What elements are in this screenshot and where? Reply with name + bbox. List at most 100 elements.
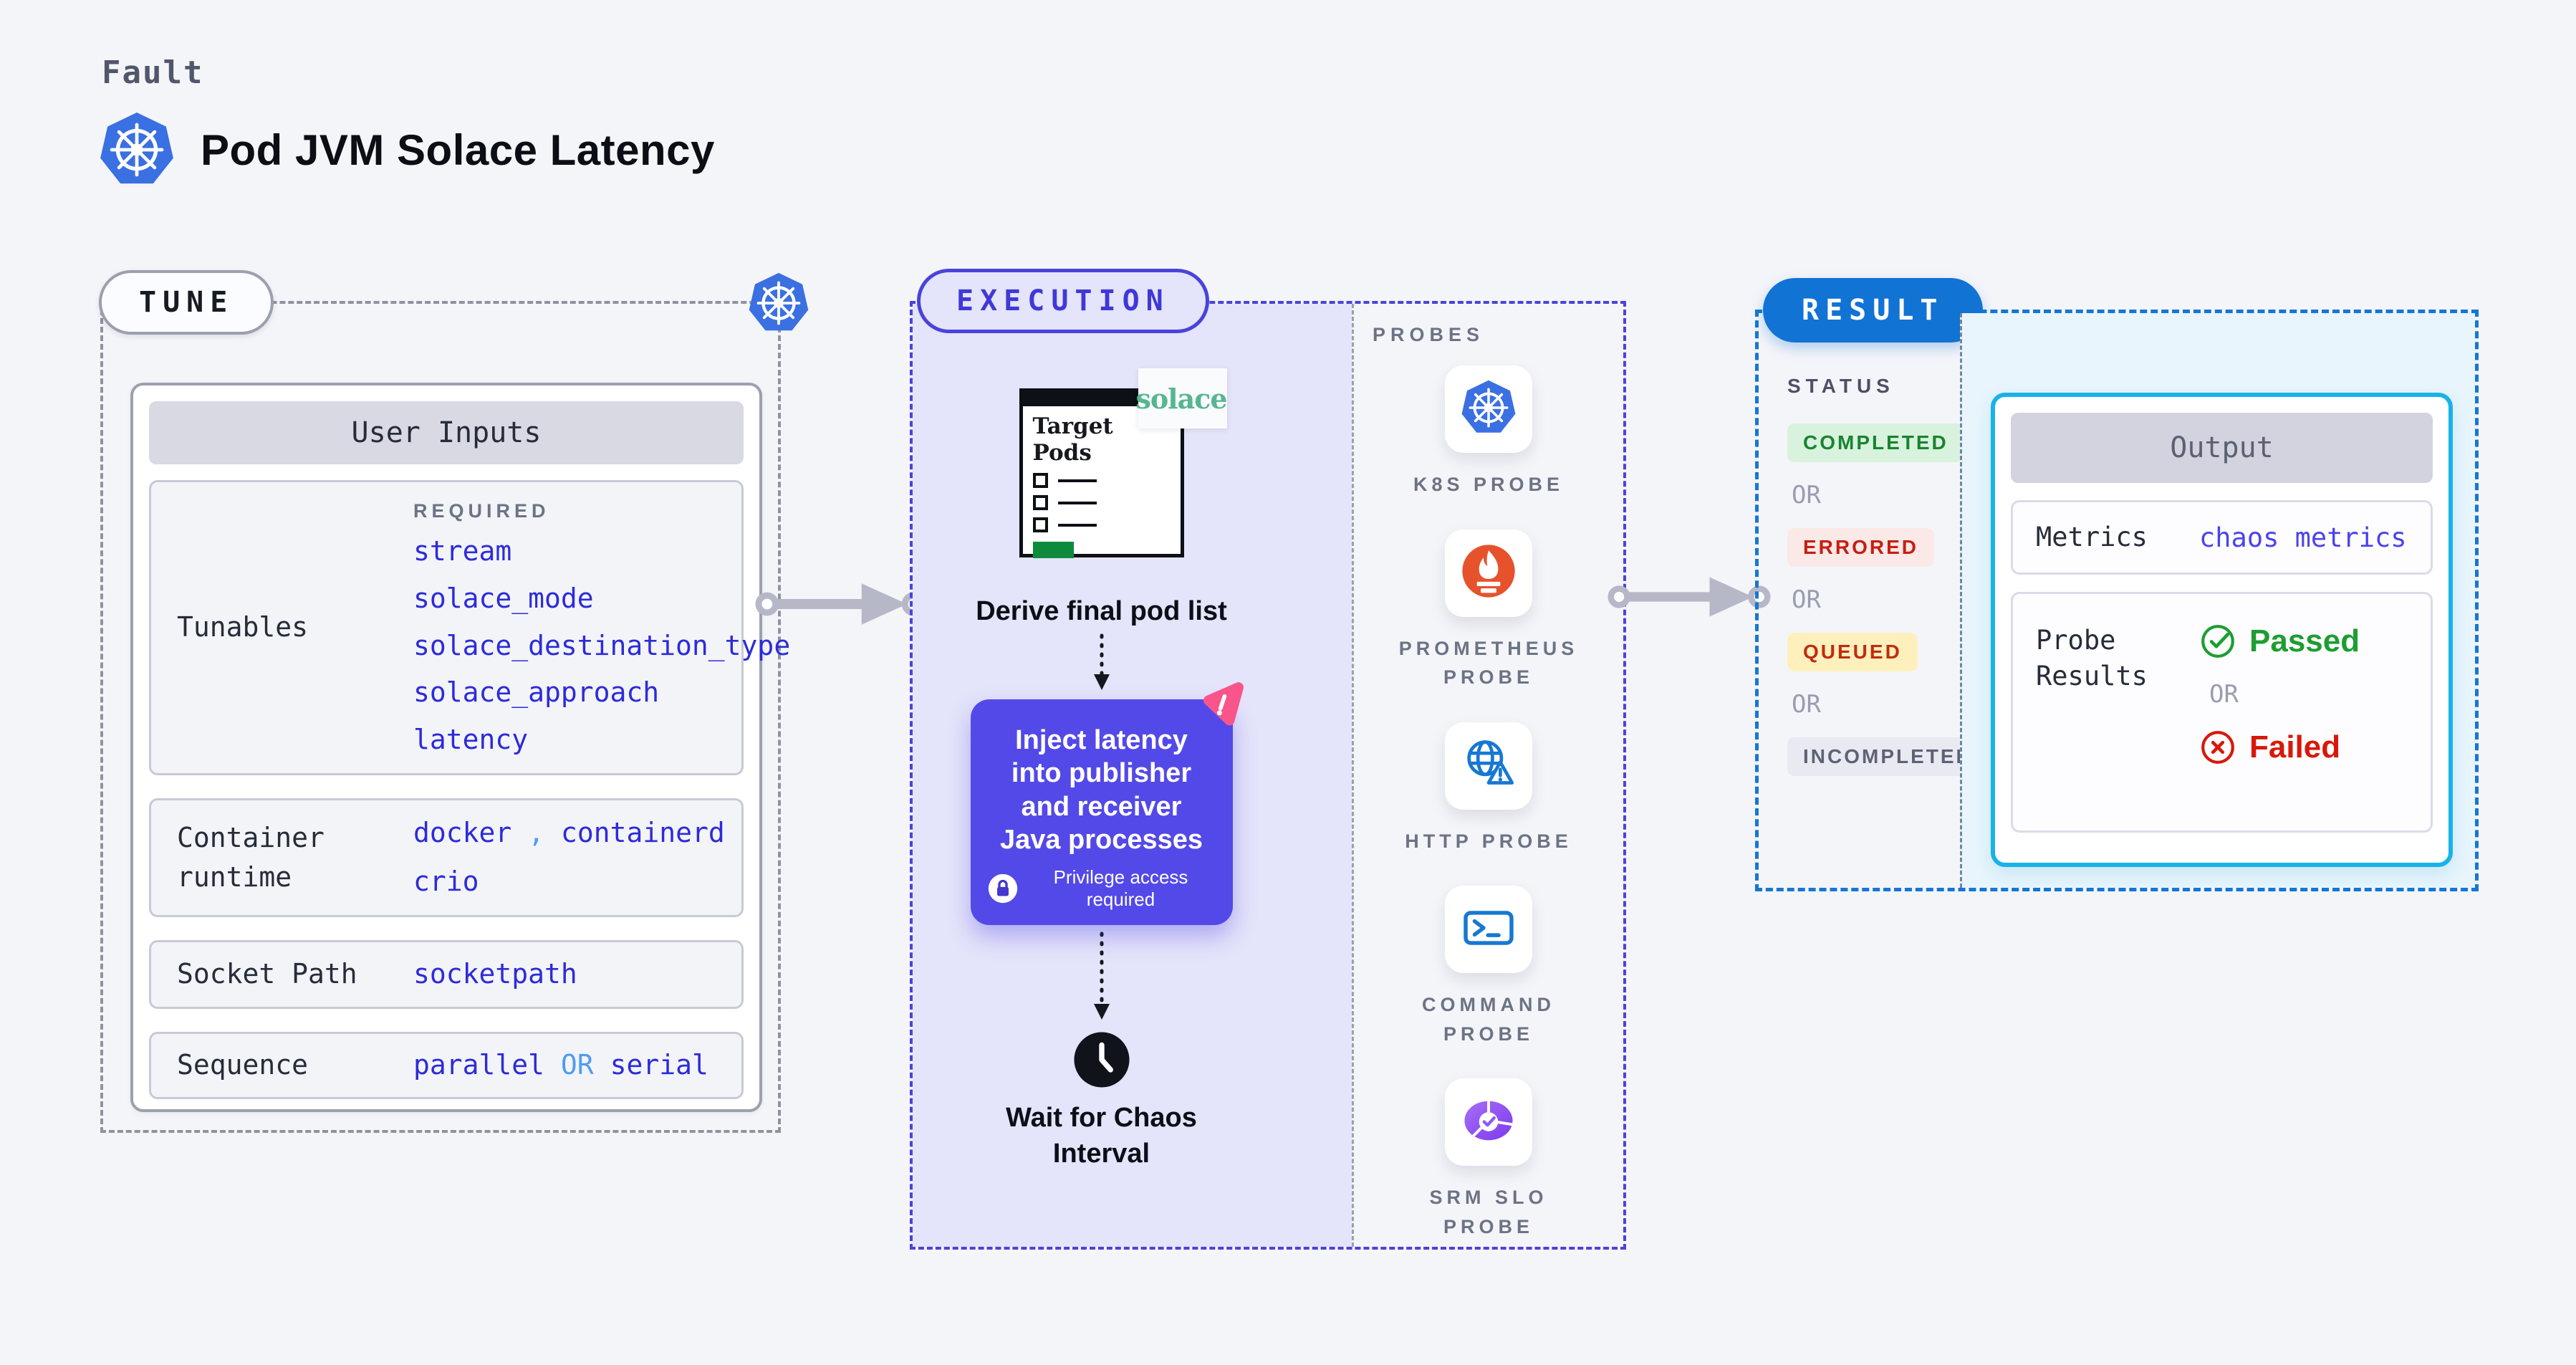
probe-result-or: OR — [2209, 680, 2239, 709]
tunable-value: latency — [413, 724, 529, 756]
list-line — [1057, 501, 1097, 504]
result-output-panel: Output Metrics chaos metrics Probe Resul… — [1960, 313, 2475, 888]
dotted-arrow-down — [1092, 931, 1111, 1026]
checkbox-icon — [1032, 495, 1048, 511]
tunables-row: Tunables REQUIRED stream solace_mode sol… — [149, 480, 790, 775]
status-or: OR — [1792, 690, 1821, 719]
green-button-shape — [1032, 542, 1074, 559]
probe-label: K8S PROBE — [1413, 474, 1565, 495]
failed-line: Failed — [2199, 729, 2360, 766]
required-tag: REQUIRED — [413, 500, 550, 522]
passed-line: Passed — [2199, 623, 2360, 660]
kubernetes-icon — [99, 112, 175, 188]
user-inputs-title: User Inputs — [149, 401, 744, 464]
target-pods-graphic: Target Pods — [1019, 368, 1228, 559]
output-title: Output — [2011, 413, 2433, 483]
list-line — [1057, 479, 1097, 482]
tunable-value: stream — [413, 535, 512, 567]
prometheus-icon — [1461, 543, 1517, 603]
passed-label: Passed — [2249, 623, 2360, 658]
socket-path-values: socketpath — [413, 959, 741, 990]
probe-card — [1445, 365, 1532, 453]
pod-checklist-row — [1032, 517, 1171, 533]
probe-item-http: HTTP PROBE — [1385, 722, 1592, 856]
tune-badge: TUNE — [99, 270, 274, 335]
status-badge-incompleted: INCOMPLETED — [1787, 737, 1989, 776]
solace-logo: solace — [1135, 368, 1228, 428]
status-badge-completed: COMPLETED — [1787, 423, 1964, 462]
container-runtime-label: Container runtime — [177, 821, 325, 893]
checkbox-icon — [1032, 517, 1048, 533]
probe-label: SRM SLO PROBE — [1429, 1187, 1548, 1237]
probe-card — [1445, 1078, 1532, 1166]
execution-badge: EXECUTION — [917, 269, 1209, 333]
metrics-row: Metrics chaos metrics — [2011, 500, 2433, 575]
sequence-label: Sequence — [177, 1049, 309, 1081]
pod-checklist-row — [1032, 495, 1171, 511]
status-or: OR — [1792, 481, 1821, 509]
sequence-or: OR — [560, 1049, 594, 1081]
failed-label: Failed — [2249, 729, 2341, 765]
status-label: STATUS — [1787, 375, 1895, 397]
terminal-icon — [1461, 900, 1517, 959]
page-title-row: Pod JVM Solace Latency — [99, 112, 715, 188]
page-title: Pod JVM Solace Latency — [201, 125, 715, 174]
output-card: Output Metrics chaos metrics Probe Resul… — [1991, 393, 2453, 867]
kubernetes-icon — [748, 272, 809, 334]
metrics-label: Metrics — [2036, 522, 2148, 553]
probes-panel-label: PROBES — [1373, 324, 1485, 345]
container-runtime-value-line: crio — [413, 866, 741, 897]
list-line — [1057, 523, 1097, 527]
result-badge: RESULT — [1763, 278, 1983, 343]
dotted-arrow-down — [1092, 633, 1111, 696]
status-or: OR — [1792, 585, 1821, 614]
socket-path-value: socketpath — [413, 958, 577, 990]
sequence-parallel: parallel — [413, 1049, 545, 1081]
checkbox-icon — [1032, 473, 1048, 489]
solace-logo-text: solace — [1135, 382, 1227, 415]
runtime-docker: docker — [413, 817, 512, 849]
kubernetes-icon — [1461, 380, 1517, 439]
probe-results-row: Probe Results Passed OR — [2011, 592, 2433, 833]
tunables-label: Tunables — [177, 611, 309, 643]
metrics-value: chaos metrics — [2199, 522, 2407, 553]
slo-pie-check-icon — [1461, 1093, 1517, 1152]
status-badge-errored: ERRORED — [1787, 528, 1935, 567]
socket-path-row: Socket Path socketpath — [149, 940, 744, 1009]
privilege-text: Privilege access required — [1053, 866, 1188, 911]
fault-kicker: Fault — [102, 54, 204, 91]
tunables-values: REQUIRED stream solace_mode solace_desti… — [413, 500, 790, 755]
document-body: Target Pods — [1023, 406, 1181, 565]
pod-checklist-row — [1032, 473, 1171, 489]
probe-results-label: Probe Results — [2036, 625, 2148, 691]
inject-latency-step: Inject latency into publisher and receiv… — [970, 682, 1244, 926]
execution-flow: Target Pods — [913, 304, 1352, 1247]
result-section: RESULT STATUS COMPLETED OR ERRORED OR QU… — [1755, 278, 2479, 891]
socket-path-label: Socket Path — [177, 958, 357, 990]
probe-card — [1445, 886, 1532, 973]
probe-card — [1445, 722, 1532, 810]
status-badge-queued: QUEUED — [1787, 633, 1918, 671]
sequence-serial: serial — [610, 1049, 708, 1081]
lock-icon — [988, 873, 1018, 904]
user-inputs-card: User Inputs Tunables REQUIRED stream sol… — [130, 383, 790, 1112]
litmus-chaos-icon — [1198, 679, 1249, 729]
tune-section: TUNE User Inputs Tunables REQUIRED strea… — [99, 270, 790, 1133]
x-circle-icon — [2199, 729, 2236, 766]
probe-results-values: Passed OR Failed — [2199, 623, 2360, 830]
runtime-crio: crio — [413, 866, 479, 897]
probe-card — [1445, 529, 1532, 617]
privilege-row: Privilege access required — [988, 866, 1216, 911]
execution-section: EXECUTION Target Pods — [910, 269, 1626, 1250]
target-pods-title: Target Pods — [1032, 413, 1113, 466]
arrow-execution-to-result — [1607, 573, 1771, 621]
tunable-value: solace_destination_type — [413, 629, 791, 661]
probe-item-prometheus: PROMETHEUS PROBE — [1385, 529, 1592, 692]
wait-chaos-interval-label: Wait for Chaos Interval — [1006, 1103, 1197, 1169]
tunable-value: solace_mode — [413, 582, 594, 614]
derive-pod-list-label: Derive final pod list — [976, 596, 1227, 626]
arrow-tune-to-execution — [755, 580, 926, 628]
runtime-separator: , — [528, 817, 545, 849]
sequence-values: parallel OR serial — [413, 1050, 741, 1081]
probe-item-k8s: K8S PROBE — [1385, 365, 1592, 499]
